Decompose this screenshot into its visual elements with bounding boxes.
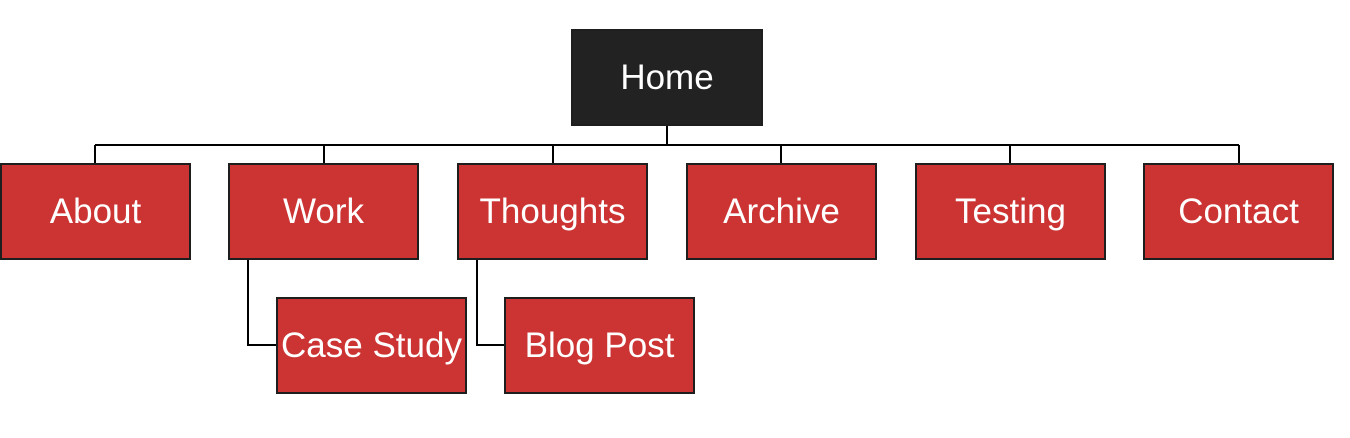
home-node: Home [571,29,763,126]
contact-node-label: Contact [1178,191,1299,231]
thoughts-node: Thoughts [457,163,648,260]
archive-node-label: Archive [723,191,840,231]
home-node-label: Home [620,57,714,97]
work-node: Work [228,163,419,260]
thoughts-node-label: Thoughts [479,191,626,231]
blog-post-node-label: Blog Post [524,325,675,365]
testing-node-label: Testing [955,191,1066,231]
connector-thoughts-blog-post [476,260,504,346]
connector-work-case-study [247,260,276,346]
archive-node: Archive [686,163,877,260]
work-node-label: Work [282,191,365,231]
about-node-label: About [49,191,142,231]
blog-post-node: Blog Post [504,297,695,394]
case-study-node-label: Case Study [281,325,462,365]
case-study-node: Case Study [276,297,467,394]
contact-node: Contact [1143,163,1334,260]
testing-node: Testing [915,163,1106,260]
about-node: About [0,163,191,260]
